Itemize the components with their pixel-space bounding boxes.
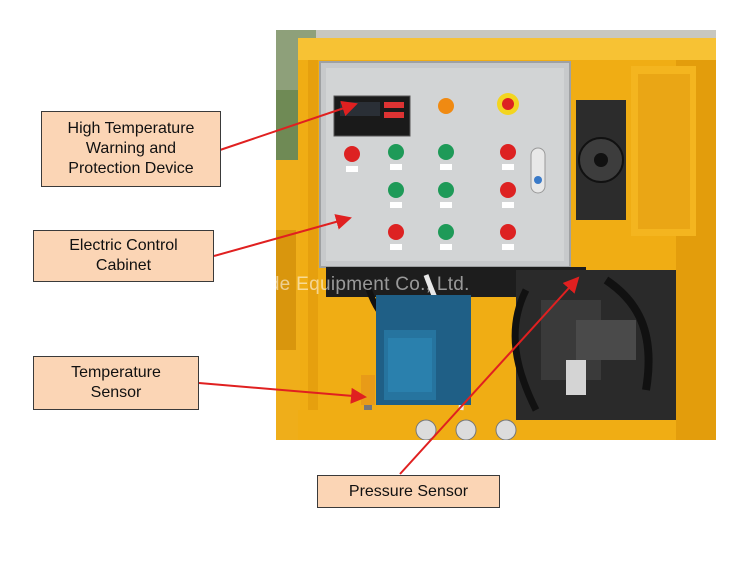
watermark: Gaode Equipment Co., Ltd. [232,274,470,295]
machine-photo [276,30,716,440]
label-temperature-sensor: Temperature Sensor [33,356,199,410]
label-high-temp-device: High Temperature Warning and Protection … [41,111,221,187]
label-pressure-sensor: Pressure Sensor [317,475,500,508]
label-electric-control-cabinet: Electric Control Cabinet [33,230,214,282]
